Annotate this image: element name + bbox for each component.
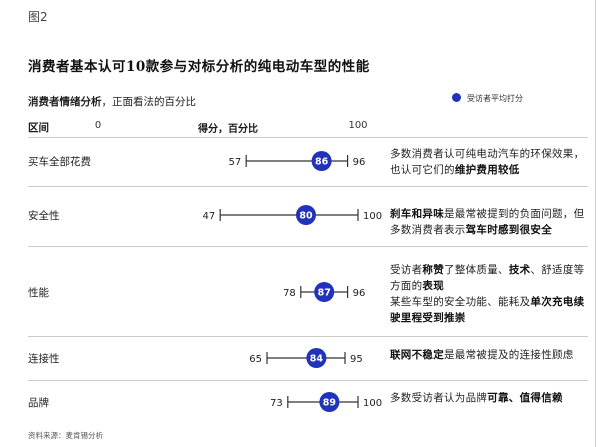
row-comment: 刹车和异味是最常被提到的负面问题，但多数消费者表示驾车时感到很安全 xyxy=(390,206,590,238)
max-value-label: 100 xyxy=(363,211,382,222)
max-value-label: 95 xyxy=(350,354,363,365)
average-value-label: 80 xyxy=(299,211,313,222)
average-dot xyxy=(314,282,335,302)
comment-text: 多数消费者认可纯电动汽车的环保效果，也认可它们的 xyxy=(390,148,585,176)
x-tick-label: 0 xyxy=(95,120,101,131)
row-comment: 多数受访者认为品牌可靠、值得信赖 xyxy=(390,390,590,406)
row-separator xyxy=(28,380,588,381)
comment-text: 多数受访者认为品牌 xyxy=(390,392,488,404)
min-value-label: 57 xyxy=(228,157,241,168)
subtitle-bold: 消费者情绪分析 xyxy=(28,96,102,108)
category-label: 安全性 xyxy=(28,209,60,222)
source-note: 资料来源：麦肯锡分析 xyxy=(28,431,103,440)
chart-subtitle: 消费者情绪分析，正面看法的百分比 xyxy=(28,94,196,109)
x-axis-title: 得分，百分比 xyxy=(198,124,258,135)
comment-bold-text: 称赞 xyxy=(422,264,445,276)
row-separator xyxy=(28,336,588,337)
comment-bold-text: 单次充电续驶里程受到推崇 xyxy=(390,296,585,324)
row-separator xyxy=(28,186,588,187)
comment-text: 了整体质量、 xyxy=(444,264,509,276)
right-edge-divider xyxy=(595,0,596,447)
legend-label: 受访者平均打分 xyxy=(467,94,523,103)
average-value-label: 84 xyxy=(310,354,324,365)
subtitle-rest: ，正面看法的百分比 xyxy=(101,96,197,108)
average-dot xyxy=(296,205,316,225)
average-dot xyxy=(311,151,332,171)
chart-title: 消费者基本认可10款参与对标分析的纯电动车型的性能 xyxy=(28,59,370,75)
comment-bold-text: 联网不稳定 xyxy=(390,349,444,361)
average-dot xyxy=(319,392,340,412)
legend-dot-icon xyxy=(452,93,461,102)
comment-bold-text: 驾车时感到很安全 xyxy=(465,224,553,236)
max-value-label: 96 xyxy=(353,157,366,168)
comment-text: 受访者 xyxy=(390,264,423,276)
figure-label: 图2 xyxy=(28,10,48,24)
comment-bold-text: 表现 xyxy=(422,280,445,292)
category-label: 品牌 xyxy=(28,396,49,409)
row-separator xyxy=(28,246,588,247)
min-value-label: 73 xyxy=(270,398,283,409)
category-label: 买车全部花费 xyxy=(28,155,91,168)
max-value-label: 100 xyxy=(363,398,382,409)
average-value-label: 87 xyxy=(318,288,331,299)
column-header: 区间 xyxy=(28,122,49,134)
row-comment: 多数消费者认可纯电动汽车的环保效果，也认可它们的维护费用较低 xyxy=(390,146,590,178)
comment-bold-text: 维护费用较低 xyxy=(454,164,520,176)
category-label: 性能 xyxy=(28,286,49,299)
row-separator xyxy=(28,137,588,138)
comment-text: 是最常被提到的负面问题，但多数消费者表示 xyxy=(390,208,585,236)
min-value-label: 47 xyxy=(202,211,215,222)
max-value-label: 96 xyxy=(353,288,366,299)
min-value-label: 65 xyxy=(249,354,262,365)
comment-text: 某些车型的安全功能、能耗及 xyxy=(390,296,531,308)
comment-bold-text: 技术 xyxy=(508,264,531,276)
average-value-label: 86 xyxy=(315,157,329,168)
comment-bold-text: 刹车和异味 xyxy=(390,208,444,220)
comment-text: 是最常被提及的连接性顾虑 xyxy=(444,349,574,361)
row-comment: 受访者称赞了整体质量、技术、舒适度等方面的表现某些车型的安全功能、能耗及单次充电… xyxy=(390,262,590,326)
x-tick-label: 100 xyxy=(348,120,367,131)
min-value-label: 78 xyxy=(283,288,296,299)
comment-bold-text: 可靠、值得信赖 xyxy=(487,392,563,404)
row-comment: 联网不稳定是最常被提及的连接性顾虑 xyxy=(390,347,590,363)
average-value-label: 89 xyxy=(323,398,336,409)
comment-text: 、舒适度等方面的 xyxy=(390,264,585,292)
category-label: 连接性 xyxy=(28,352,60,365)
legend: 受访者平均打分 xyxy=(452,93,523,104)
average-dot xyxy=(306,348,327,368)
